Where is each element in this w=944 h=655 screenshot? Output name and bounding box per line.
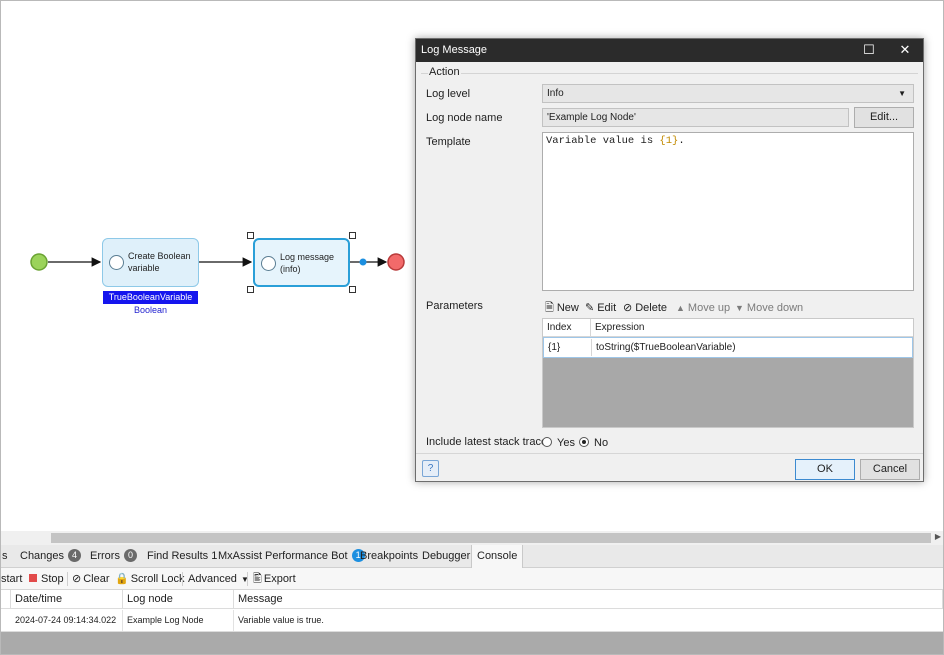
export-icon: 🖺 [253, 573, 262, 585]
resize-handle[interactable] [349, 286, 356, 293]
stack-trace-label: Include latest stack trace [426, 436, 548, 448]
column-header-log-node[interactable]: Log node [123, 590, 234, 609]
template-label: Template [426, 136, 471, 148]
advanced-dropdown[interactable]: Advanced▼ [188, 573, 249, 585]
log-message[interactable]: Variable value is true. [238, 615, 324, 625]
flow-lines [30, 253, 405, 271]
log-node-label: Log node name [426, 112, 503, 124]
log-level-value: Info [547, 88, 564, 99]
new-parameter-button[interactable]: 🗎New [545, 302, 579, 314]
table-empty-area [1, 632, 943, 654]
resize-handle[interactable] [247, 286, 254, 293]
resize-handle[interactable] [247, 232, 254, 239]
tab-breakpoints[interactable]: Breakpoints [360, 550, 419, 562]
cancel-button[interactable]: Cancel [860, 459, 920, 480]
parameters-table: Index Expression {1} toString($TrueBoole… [542, 318, 914, 428]
log-datetime[interactable]: 2024-07-24 09:14:34.022 [11, 610, 123, 631]
close-icon[interactable]: ✕ [899, 42, 911, 57]
activity-label: Log message (info) [280, 252, 335, 274]
maximize-icon[interactable]: ☐ [863, 42, 875, 57]
tab-partial[interactable]: s [2, 550, 8, 562]
log-level-label: Log level [426, 88, 471, 100]
resize-handle[interactable] [349, 232, 356, 239]
stop-button[interactable]: Stop [29, 568, 64, 590]
radio-selected-icon [579, 437, 589, 447]
new-icon: 🗎 [545, 302, 554, 314]
chevron-down-icon: ▼ [898, 89, 906, 98]
create-variable-activity[interactable]: Create Boolean variable [102, 238, 199, 287]
row-header-column [1, 590, 11, 609]
footer-divider [416, 453, 923, 454]
parameter-row[interactable]: {1} toString($TrueBooleanVariable) [543, 337, 913, 358]
start-event[interactable] [30, 253, 48, 271]
parameters-label: Parameters [426, 300, 483, 312]
delete-icon: ⊘ [623, 302, 633, 314]
log-message-dialog: Log Message ☐ ✕ Action Log level Info ▼ … [415, 38, 924, 482]
column-header-expression[interactable]: Expression [595, 322, 645, 333]
clear-button[interactable]: ⊘Clear [72, 573, 110, 585]
column-header-datetime[interactable]: Date/time [11, 590, 123, 609]
activity-label: Create Boolean variable [128, 251, 191, 273]
toolbar-separator [182, 572, 183, 586]
stack-trace-yes-radio[interactable]: Yes [542, 435, 575, 451]
arrow-up-icon: ▲ [676, 303, 685, 313]
console-log-table: Date/time Log node Message 2024-07-24 09… [1, 590, 943, 654]
dialog-title: Log Message [421, 44, 488, 56]
template-textarea[interactable]: Variable value is {1}. [542, 132, 914, 291]
horizontal-scrollbar[interactable]: ▶ [1, 531, 943, 545]
log-message-activity[interactable]: Log message (info) [253, 238, 350, 287]
column-header-index[interactable]: Index [543, 319, 591, 337]
scrollbar-thumb[interactable] [51, 533, 931, 543]
log-node[interactable]: Example Log Node [123, 610, 234, 631]
radio-icon [542, 437, 552, 447]
clear-icon: ⊘ [72, 573, 82, 585]
group-label: Action [428, 66, 461, 78]
action-group [421, 73, 918, 447]
ok-button[interactable]: OK [795, 459, 855, 480]
tab-console[interactable]: Console [471, 545, 524, 568]
template-text: Variable value is [546, 135, 660, 147]
arrow-down-icon: ▼ [735, 303, 744, 313]
parameter-index: {1} [544, 339, 592, 356]
edit-parameter-button[interactable]: ✎Edit [585, 302, 617, 314]
template-text-end: . [678, 135, 685, 147]
help-icon[interactable]: ? [422, 460, 439, 477]
create-variable-icon [109, 255, 124, 270]
lock-icon: 🔒 [115, 573, 129, 585]
row-divider [1, 631, 943, 632]
move-down-button[interactable]: ▼Move down [735, 302, 804, 314]
info-icon [261, 256, 276, 271]
template-placeholder: {1} [659, 135, 679, 147]
parameters-header: Index Expression [543, 319, 913, 337]
log-node-field[interactable]: 'Example Log Node' [542, 108, 849, 127]
scroll-right-icon[interactable]: ▶ [934, 532, 941, 541]
delete-parameter-button[interactable]: ⊘Delete [623, 302, 668, 314]
end-event[interactable] [387, 253, 405, 271]
edit-log-node-button[interactable]: Edit... [854, 107, 914, 128]
toolbar-separator [67, 572, 68, 586]
console-toolbar: start Stop ⊘Clear 🔒Scroll Lock Advanced▼… [1, 568, 943, 590]
export-button[interactable]: 🖺Export [253, 573, 296, 585]
tab-debugger[interactable]: Debugger [422, 550, 471, 562]
edit-icon: ✎ [585, 302, 595, 314]
connection-point[interactable] [359, 258, 367, 266]
dialog-titlebar[interactable]: Log Message ☐ ✕ [416, 39, 923, 62]
variable-type-label: Boolean [133, 305, 168, 315]
parameter-expression: toString($TrueBooleanVariable) [596, 342, 736, 353]
start-button[interactable]: start [1, 573, 23, 585]
stack-trace-no-radio[interactable]: No [579, 435, 608, 451]
chevron-down-icon: ▼ [240, 575, 249, 584]
column-header-message[interactable]: Message [234, 590, 943, 609]
tab-find-results[interactable]: Find Results 1 [147, 550, 218, 562]
move-up-button[interactable]: ▲Move up [676, 302, 731, 314]
variable-name-label: TrueBooleanVariable [103, 291, 198, 304]
scroll-lock-button[interactable]: 🔒Scroll Lock [115, 573, 185, 585]
toolbar-separator [247, 572, 248, 586]
log-level-select[interactable]: Info ▼ [542, 84, 914, 103]
stop-icon [29, 574, 37, 582]
